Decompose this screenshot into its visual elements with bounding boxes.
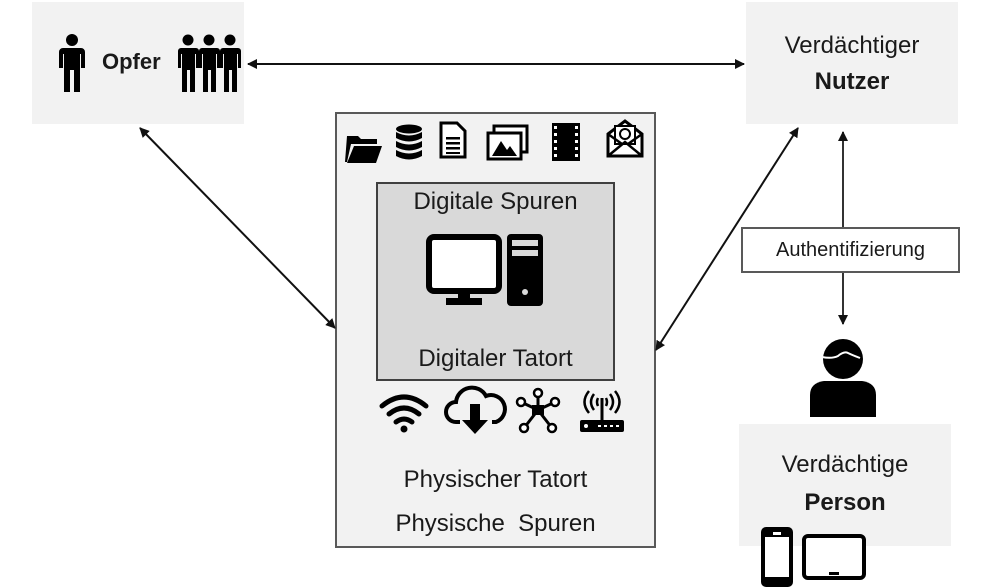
suspect-user-label-line1: Verdächtiger <box>784 32 920 59</box>
user-avatar-icon <box>810 339 876 417</box>
authentication-label-box: Authentifizierung <box>741 227 960 273</box>
wifi-icon <box>379 394 429 433</box>
smartphone-icon <box>761 527 793 587</box>
suspect-user-label-line2: Nutzer <box>814 68 890 95</box>
suspect-person-label-line1: Verdächtige <box>781 451 909 478</box>
database-icon <box>396 124 422 160</box>
film-icon <box>552 123 580 161</box>
suspect-person-node <box>739 424 951 546</box>
monitor-icon <box>426 234 502 305</box>
suspect-user-node <box>746 2 958 124</box>
group-icon <box>178 34 241 92</box>
tower-pc-icon <box>507 234 543 306</box>
images-icon <box>486 124 529 161</box>
suspect-person-label-line2: Person <box>804 489 886 516</box>
folder-icon <box>345 136 382 163</box>
edge-victim-scene <box>139 127 336 329</box>
edge-user-scene <box>655 127 799 351</box>
digital-traces-label: Digitale Spuren <box>413 188 578 215</box>
physical-scene-label: Physischer Tatort <box>403 466 588 493</box>
digital-scene-label: Digitaler Tatort <box>418 345 573 372</box>
router-icon <box>580 390 624 432</box>
victim-label: Opfer <box>102 49 161 74</box>
network-icon <box>515 387 561 434</box>
email-icon <box>606 119 644 158</box>
person-icon <box>59 34 85 92</box>
tablet-icon <box>802 534 866 580</box>
document-icon <box>439 121 467 159</box>
cloud-download-icon <box>444 385 507 434</box>
physical-traces-label: Physische Spuren <box>395 510 596 537</box>
authentication-label: Authentifizierung <box>776 238 925 261</box>
